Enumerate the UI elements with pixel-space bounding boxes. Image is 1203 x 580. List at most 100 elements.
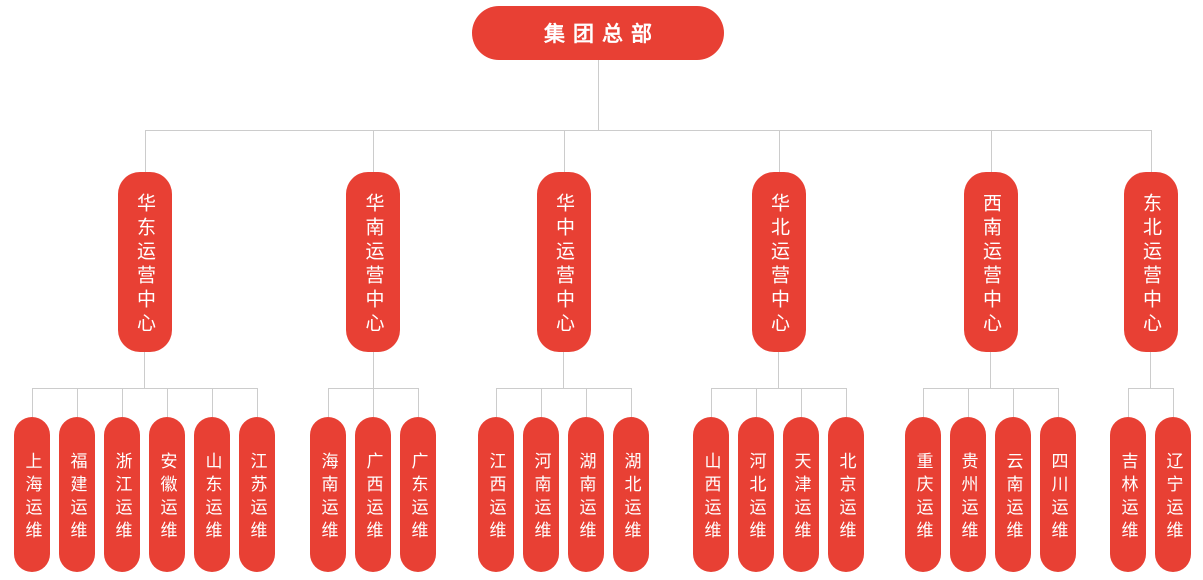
connector-group-stub [1150, 130, 1152, 172]
org-node-leaf[interactable]: 河南运维 [523, 417, 559, 572]
org-node-center-label: 华北运营中心 [768, 192, 789, 337]
org-node-leaf[interactable]: 四川运维 [1040, 417, 1076, 572]
connector-center-drop [144, 352, 145, 388]
connector-center-drop [1150, 352, 1151, 388]
org-node-leaf[interactable]: 吉林运维 [1110, 417, 1146, 572]
org-node-leaf[interactable]: 浙江运维 [104, 417, 140, 572]
org-node-center[interactable]: 华北运营中心 [751, 172, 806, 352]
org-node-root[interactable]: 集团总部 [472, 6, 724, 60]
org-node-leaf-label: 广西运维 [363, 451, 383, 544]
org-node-leaf[interactable]: 贵州运维 [950, 417, 986, 572]
org-leaf-cell: 山西运维 [693, 388, 729, 572]
org-node-leaf-label: 广东运维 [408, 451, 428, 544]
org-leaf-cell: 河北运维 [738, 388, 774, 572]
connector-center-drop [778, 352, 779, 388]
org-node-leaf-label: 天津运维 [791, 451, 811, 544]
org-node-leaf-label: 山西运维 [701, 451, 721, 544]
org-node-leaf[interactable]: 湖南运维 [568, 417, 604, 572]
org-node-leaf[interactable]: 山西运维 [693, 417, 729, 572]
org-leaf-cell: 山东运维 [194, 388, 230, 572]
org-node-leaf[interactable]: 山东运维 [194, 417, 230, 572]
org-node-leaf-label: 北京运维 [836, 451, 856, 544]
org-node-leaf[interactable]: 湖北运维 [613, 417, 649, 572]
org-node-leaf-label: 吉林运维 [1118, 451, 1138, 544]
connector-group-stub [373, 130, 374, 172]
org-node-leaf[interactable]: 天津运维 [783, 417, 819, 572]
org-node-leaf[interactable]: 上海运维 [14, 417, 50, 572]
org-node-leaf-label: 四川运维 [1048, 451, 1068, 544]
org-leaf-cell: 江苏运维 [239, 388, 275, 572]
org-leaf-cell: 云南运维 [995, 388, 1031, 572]
org-node-leaf[interactable]: 云南运维 [995, 417, 1031, 572]
connector-group-stub [563, 130, 565, 172]
org-node-leaf-label: 河北运维 [746, 451, 766, 544]
org-leaf-cell: 湖北运维 [613, 388, 649, 572]
org-node-leaf-label: 湖北运维 [621, 451, 641, 544]
org-node-leaf-label: 云南运维 [1003, 451, 1023, 544]
connector-group-stub [990, 130, 992, 172]
org-node-leaf-label: 重庆运维 [913, 451, 933, 544]
org-leaf-cell: 北京运维 [828, 388, 864, 572]
org-group: 华东运营中心 上海运维 福建运维 浙江运维 安徽运维 山东运维 江苏运维 [14, 172, 275, 572]
org-node-leaf-label: 江西运维 [486, 451, 506, 544]
connector-group-stub [778, 130, 780, 172]
connector-center-drop [563, 352, 564, 388]
org-node-leaf-label: 河南运维 [531, 451, 551, 544]
org-leaf-cell: 福建运维 [59, 388, 95, 572]
org-node-leaf[interactable]: 江西运维 [478, 417, 514, 572]
connector-center-drop [990, 352, 991, 388]
connector-root-drop [598, 60, 599, 130]
org-node-root-label: 集团总部 [544, 23, 660, 46]
org-group-children: 山西运维 河北运维 天津运维 北京运维 [693, 388, 864, 572]
org-leaf-cell: 贵州运维 [950, 388, 986, 572]
org-node-center[interactable]: 华东运营中心 [117, 172, 172, 352]
org-node-center-label: 华东运营中心 [134, 192, 155, 337]
org-node-leaf-label: 上海运维 [22, 451, 42, 544]
org-leaf-cell: 湖南运维 [568, 388, 604, 572]
connector-center-drop [372, 352, 374, 388]
org-group: 西南运营中心 重庆运维 贵州运维 云南运维 四川运维 [905, 172, 1076, 572]
org-leaf-cell: 江西运维 [478, 388, 514, 572]
org-node-leaf-label: 江苏运维 [247, 451, 267, 544]
org-group: 东北运营中心 吉林运维 辽宁运维 [1110, 172, 1191, 572]
org-leaf-cell: 河南运维 [523, 388, 559, 572]
org-group: 华南运营中心 海南运维 广西运维 广东运维 [310, 172, 436, 572]
org-node-leaf[interactable]: 安徽运维 [149, 417, 185, 572]
org-node-leaf-label: 福建运维 [67, 451, 87, 544]
org-node-leaf[interactable]: 广西运维 [355, 417, 391, 572]
org-leaf-cell: 吉林运维 [1110, 388, 1146, 572]
org-node-leaf[interactable]: 海南运维 [310, 417, 346, 572]
org-leaf-cell: 辽宁运维 [1155, 388, 1191, 572]
org-leaf-cell: 广西运维 [355, 388, 391, 572]
connector-group-stub [144, 130, 146, 172]
org-node-leaf[interactable]: 河北运维 [738, 417, 774, 572]
org-node-center-label: 华南运营中心 [362, 192, 384, 337]
org-group-children: 吉林运维 辽宁运维 [1110, 388, 1191, 572]
org-leaf-cell: 安徽运维 [149, 388, 185, 572]
org-group-children: 海南运维 广西运维 广东运维 [310, 388, 436, 572]
org-node-center-label: 东北运营中心 [1140, 192, 1161, 337]
org-node-leaf-label: 浙江运维 [112, 451, 132, 544]
org-node-leaf[interactable]: 广东运维 [400, 417, 436, 572]
org-node-leaf[interactable]: 江苏运维 [239, 417, 275, 572]
org-group-children: 重庆运维 贵州运维 云南运维 四川运维 [905, 388, 1076, 572]
org-node-leaf[interactable]: 福建运维 [59, 417, 95, 572]
org-node-center[interactable]: 华中运营中心 [536, 172, 591, 352]
org-node-center[interactable]: 西南运营中心 [963, 172, 1018, 352]
org-leaf-cell: 重庆运维 [905, 388, 941, 572]
org-node-leaf[interactable]: 重庆运维 [905, 417, 941, 572]
org-node-leaf-label: 安徽运维 [157, 451, 177, 544]
org-node-center-label: 西南运营中心 [980, 192, 1001, 337]
org-node-leaf-label: 贵州运维 [958, 451, 978, 544]
org-node-center[interactable]: 华南运营中心 [346, 172, 400, 352]
org-node-leaf[interactable]: 北京运维 [828, 417, 864, 572]
org-node-center[interactable]: 东北运营中心 [1123, 172, 1178, 352]
org-leaf-cell: 广东运维 [400, 388, 436, 572]
org-group: 华北运营中心 山西运维 河北运维 天津运维 北京运维 [693, 172, 864, 572]
org-node-leaf-label: 辽宁运维 [1163, 451, 1183, 544]
org-leaf-cell: 浙江运维 [104, 388, 140, 572]
org-node-leaf[interactable]: 辽宁运维 [1155, 417, 1191, 572]
org-leaf-cell: 上海运维 [14, 388, 50, 572]
org-node-leaf-label: 山东运维 [202, 451, 222, 544]
